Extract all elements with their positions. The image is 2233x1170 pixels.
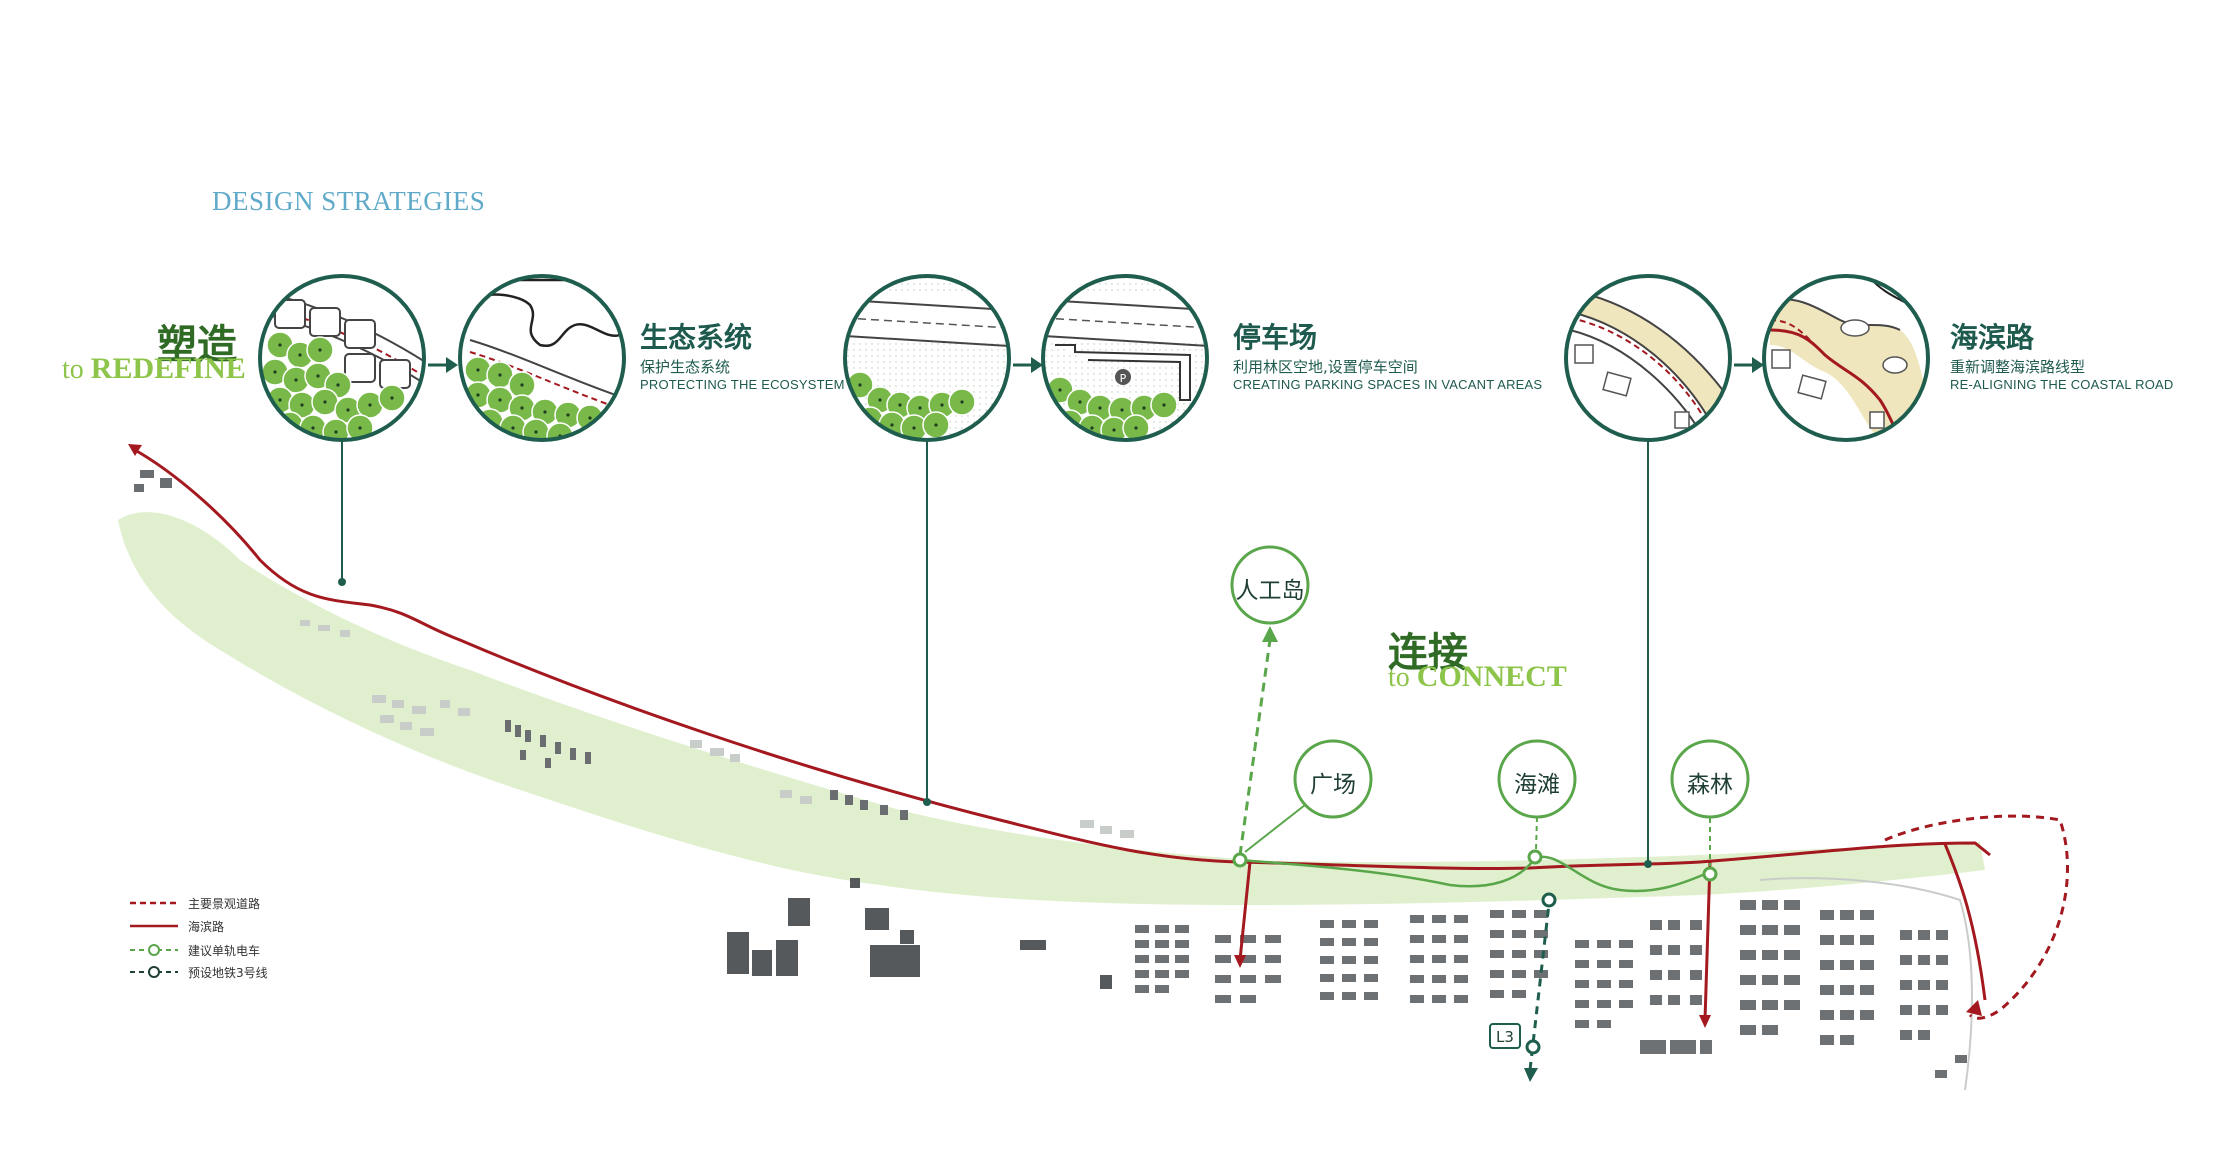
poi-plaza-label: 广场 (1310, 772, 1356, 798)
coastal-buildings-dark (134, 470, 908, 820)
legend-label-coastal-road: 海滨路 (188, 920, 225, 934)
legend-swatch-metro (130, 966, 178, 978)
east-district-edge (1759, 877, 1973, 1091)
parking-before-diagram (845, 276, 1009, 440)
parking-leader-dot (923, 798, 931, 806)
parking-after-frame (1041, 274, 1209, 442)
tram-stop-beach (1527, 849, 1543, 865)
island-connector (1238, 639, 1272, 856)
redefine-cn-heading: 塑造 (157, 322, 237, 368)
coastal-park-area (118, 512, 1985, 905)
metro-stop-1 (1541, 892, 1557, 908)
poi-beach-circle (1497, 739, 1577, 819)
city-fabric-central (1135, 900, 1967, 1078)
strategy-coastal-road-label: 海滨路 重新调整海滨路线型 RE-ALIGNING THE COASTAL RO… (1950, 321, 2174, 392)
coastal-road-after-frame (1762, 274, 1930, 442)
industrial-blocks (727, 878, 1112, 989)
poi-plaza-circle (1293, 739, 1373, 819)
coastal-road-before-frame (1564, 274, 1732, 442)
connect-en-heading: to CONNECT (1388, 660, 1567, 693)
redefine-before-frame (258, 274, 426, 442)
proposed-tram-line (1239, 855, 1711, 893)
coastal-road (134, 448, 1991, 870)
poi-beach-leader (1535, 816, 1538, 851)
redefine-en-heading: to REDEFINE (62, 352, 246, 385)
legend-swatch-tram (130, 944, 178, 956)
coastal-road-after-diagram (1764, 276, 1928, 440)
parking-symbol: P (1120, 372, 1127, 385)
metro-stop-2 (1525, 1039, 1541, 1055)
poi-forest-circle (1670, 739, 1750, 819)
arrow-1-icon (428, 357, 458, 373)
tram-stop-forest (1702, 866, 1718, 882)
tram-stop-plaza (1232, 852, 1248, 868)
poi-plaza-leader (1244, 804, 1306, 853)
strategy-ecosystem-label: 生态系统 保护生态系统 PROTECTING THE ECOSYSTEM (640, 321, 845, 392)
redefine-before-diagram (260, 276, 424, 440)
poi-island-label: 人工岛 (1235, 578, 1305, 604)
poi-beach-label: 海滩 (1514, 772, 1560, 798)
connect-cn-heading: 连接 (1388, 630, 1468, 676)
main-landscape-road-east (1884, 814, 2069, 1020)
coastal-road-loop (1943, 843, 1987, 1001)
redefine-leader-dot (338, 578, 346, 586)
ecosystem-frame (458, 274, 626, 442)
strategy-parking-label: 停车场 利用林区空地,设置停车空间 CREATING PARKING SPACE… (1233, 321, 1543, 392)
poi-forest-label: 森林 (1687, 772, 1733, 798)
coastal-road-leader-dot (1644, 860, 1652, 868)
arrow-2-icon (1013, 357, 1043, 373)
poi-island-circle (1230, 545, 1310, 625)
legend-label-tram: 建议单轨电车 (188, 944, 261, 958)
legend (130, 901, 178, 978)
metro-tag-label: L3 (1496, 1028, 1514, 1046)
parking-before-frame (843, 274, 1011, 442)
arrow-3-icon (1734, 357, 1764, 373)
road-connector-plaza (1238, 861, 1252, 961)
metro-tag-box (1489, 1023, 1521, 1049)
page-title: DESIGN STRATEGIES (212, 186, 486, 216)
road-connector-forest (1703, 861, 1712, 1021)
legend-label-main-road: 主要景观道路 (188, 897, 261, 911)
parking-after-diagram (1043, 276, 1207, 440)
ecosystem-diagram (460, 276, 624, 440)
coastal-buildings-light (300, 620, 1134, 838)
legend-label-metro: 预设地铁3号线 (188, 966, 268, 980)
